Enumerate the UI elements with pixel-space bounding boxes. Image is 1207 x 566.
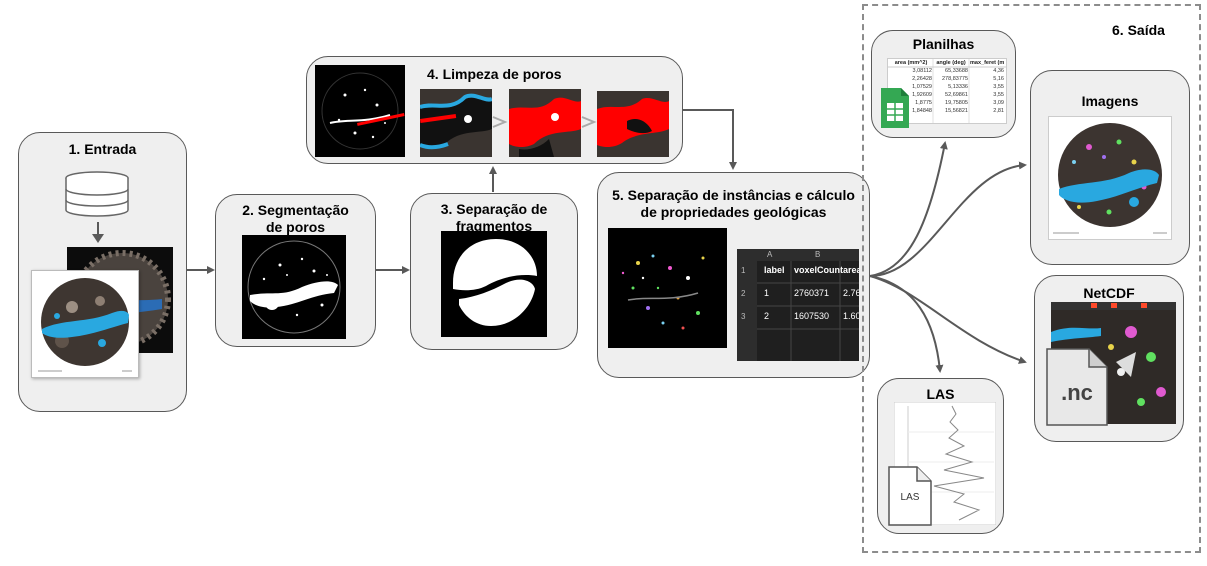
output-frame <box>862 4 1201 553</box>
row-number-3: 3 <box>741 312 746 321</box>
planilhas-cell-4-1: 19,75805 <box>945 100 968 106</box>
planilhas-cell-0-0: 3,08112 <box>912 68 932 74</box>
netcdf-preview-image <box>1051 302 1176 424</box>
cell-r2-label: 2 <box>764 311 770 321</box>
planilhas-cell-1-2: 5,16 <box>993 76 1004 82</box>
row-number-2: 2 <box>741 289 746 298</box>
title-netcdf: NetCDF <box>1083 285 1135 301</box>
row-number-1: 1 <box>741 266 746 275</box>
arrow-limpeza-to-instancias <box>683 109 737 170</box>
limpeza-overview-image <box>315 65 405 157</box>
instances-table: A B 1 2 3 label voxelCount area 1 276037… <box>737 249 859 361</box>
arrow-to-las <box>869 275 944 373</box>
planilhas-cell-3-1: 52,69861 <box>945 92 968 98</box>
chevron-right-icon-2 <box>581 116 597 128</box>
planilhas-cell-1-1: 278,83775 <box>942 76 968 82</box>
planilhas-cell-5-0: 1,84848 <box>912 108 932 114</box>
las-file-label: LAS <box>900 492 920 503</box>
las-file-icon <box>888 466 932 526</box>
limpeza-crop-clean <box>597 91 669 157</box>
planilhas-cell-2-0: 1,07529 <box>912 84 932 90</box>
planilhas-cell-5-1: 15,56821 <box>945 108 968 114</box>
title-limpeza: 4. Limpeza de poros <box>427 66 562 82</box>
planilhas-cell-2-2: 3,55 <box>993 84 1004 90</box>
title-planilhas: Planilhas <box>912 36 975 52</box>
input-image-front <box>31 270 139 378</box>
instances-image <box>608 228 727 348</box>
planilhas-header-feret: max_feret (m <box>970 60 1005 66</box>
planilhas-cell-5-2: 2,81 <box>993 108 1004 114</box>
planilhas-cell-0-2: 4,36 <box>993 68 1004 74</box>
title-instancias-line2: de propriedades geológicas <box>640 204 827 220</box>
fragments-image <box>441 231 547 337</box>
header-area: area <box>843 265 859 275</box>
header-voxelcount: voxelCount <box>794 265 844 275</box>
limpeza-crop-blue <box>420 89 492 157</box>
arrow-to-netcdf <box>869 275 1027 364</box>
cell-r2-voxelcount: 1607530 <box>794 311 830 321</box>
chevron-right-icon <box>492 116 508 128</box>
spreadsheet-file-icon <box>881 88 909 128</box>
nc-file-extension: .nc <box>1061 380 1093 405</box>
title-separacao-line2: fragmentos <box>455 218 533 234</box>
planilhas-cell-4-2: 3,09 <box>993 100 1004 106</box>
planilhas-cell-3-0: 1,92609 <box>912 92 932 98</box>
limpeza-crop-red <box>509 89 581 157</box>
title-segmentacao-line1: 2. Segmentação <box>242 202 349 218</box>
cell-r1-label: 1 <box>764 288 770 298</box>
title-segmentacao-line2: de poros <box>265 219 326 235</box>
arrow-to-planilhas <box>869 141 948 277</box>
planilhas-header-area: area (mm^2) <box>894 60 928 66</box>
cell-r1-area: 2.76 <box>843 288 859 298</box>
title-saida: 6. Saída <box>1112 22 1165 38</box>
col-letter-a: A <box>767 250 773 259</box>
planilhas-cell-4-0: 1,8775 <box>915 100 932 106</box>
title-instancias-line1: 5. Separação de instâncias e cálculo <box>612 187 855 203</box>
planilhas-cell-1-0: 2,26428 <box>912 76 932 82</box>
planilhas-cell-2-1: 5,13336 <box>948 84 968 90</box>
title-las: LAS <box>926 386 955 402</box>
output-image <box>1048 116 1172 240</box>
segmentation-image <box>242 235 346 339</box>
arrow-to-imagens <box>869 161 1027 277</box>
database-icon <box>65 171 129 217</box>
title-separacao-line1: 3. Separação de <box>440 201 548 217</box>
nc-file-icon <box>1046 348 1108 426</box>
title-entrada: 1. Entrada <box>68 141 137 157</box>
planilhas-header-angle: angle (deg) <box>936 60 966 66</box>
arrow-down-icon <box>92 222 104 243</box>
col-letter-b: B <box>815 250 821 259</box>
planilhas-cell-3-2: 3,55 <box>993 92 1004 98</box>
cell-r2-area: 1.60 <box>843 311 859 321</box>
header-label: label <box>764 265 785 275</box>
cell-r1-voxelcount: 2760371 <box>794 288 830 298</box>
planilhas-cell-0-1: 65,33688 <box>945 68 968 74</box>
title-imagens: Imagens <box>1081 93 1139 109</box>
